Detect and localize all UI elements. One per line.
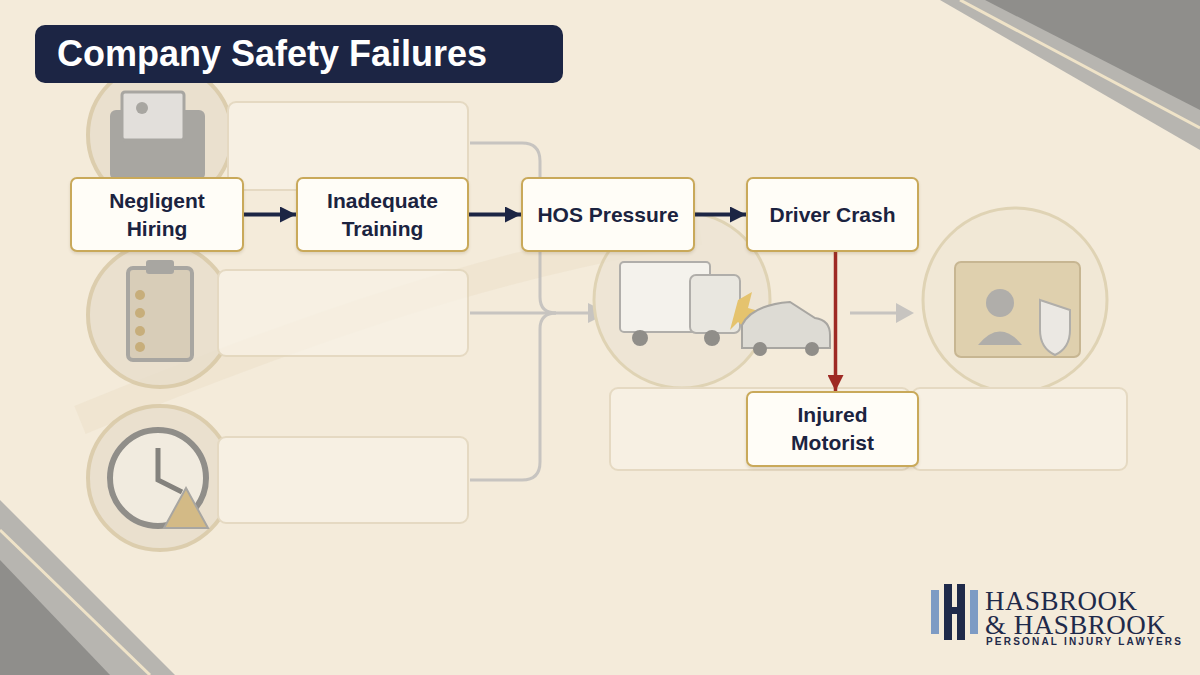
file-icon (122, 92, 184, 140)
check-dot (135, 290, 145, 300)
process-box: Driver Crash (746, 177, 919, 252)
claim-person (978, 332, 1022, 346)
box-label: Negligent Hiring (72, 187, 242, 242)
corner-band (985, 0, 1200, 110)
car-wheel (805, 342, 819, 356)
merge-line (470, 312, 596, 315)
warning-icon (164, 488, 208, 528)
clock-hands (158, 448, 182, 492)
check-dot (135, 308, 145, 318)
check-dot (135, 326, 145, 336)
flow-arrow (244, 213, 296, 217)
blank-box (218, 437, 468, 523)
corner-band (940, 0, 1200, 150)
flow-arrow (469, 213, 521, 217)
person-icon (136, 102, 148, 114)
flow-line (850, 312, 900, 315)
corner-band (0, 560, 110, 675)
truck-wheel (704, 330, 720, 346)
truck-wheel (632, 330, 648, 346)
corner-line (960, 0, 1200, 128)
box-label: Injured Motorist (748, 401, 917, 456)
flow-arrowhead (896, 303, 914, 323)
faded-art (88, 63, 1127, 550)
box-label: HOS Pressure (529, 201, 686, 229)
title-banner: Company Safety Failures (35, 25, 563, 83)
car-wheel (753, 342, 767, 356)
logo-mark (931, 584, 978, 640)
logo-bar (931, 590, 939, 634)
icon-circle (88, 406, 232, 550)
flow-arrow (834, 252, 838, 391)
clipboard-icon (128, 268, 192, 360)
logo-text: PERSONAL INJURY LAWYERS (986, 636, 1183, 647)
blank-box (218, 270, 468, 356)
process-box: Inadequate Training (296, 177, 469, 252)
box-label: Inadequate Training (298, 187, 467, 242)
flow-arrow (695, 213, 746, 217)
claim-folder (955, 262, 1080, 357)
corner-line (0, 530, 150, 675)
claim-person (986, 289, 1014, 317)
blank-box (912, 388, 1127, 470)
car-body (742, 302, 830, 348)
process-box: Negligent Hiring (70, 177, 244, 252)
icon-circle (88, 243, 232, 387)
process-box: Injured Motorist (746, 391, 919, 467)
process-box: HOS Pressure (521, 177, 695, 252)
check-dot (135, 342, 145, 352)
logo-bar (944, 607, 965, 614)
merge-line (470, 313, 556, 480)
logo-bar (970, 590, 978, 634)
clipboard-clip (146, 260, 174, 274)
claim-shield (1040, 300, 1070, 355)
claim-circle (923, 208, 1107, 392)
box-label: Driver Crash (761, 201, 903, 229)
